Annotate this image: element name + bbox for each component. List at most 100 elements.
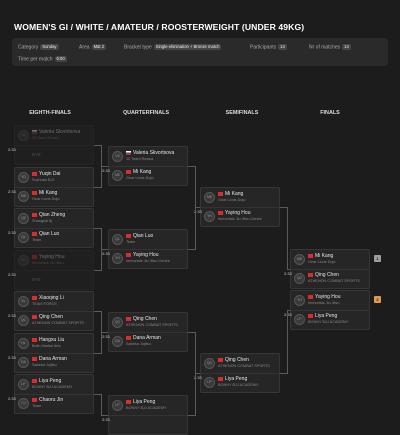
competitor-name: Qing Chen — [225, 356, 249, 363]
match-divider — [109, 332, 187, 333]
bracket-connector — [101, 166, 108, 167]
match-divider — [15, 394, 93, 395]
time-per-match-label: Time per match — [18, 56, 53, 63]
flag-icon — [32, 379, 37, 383]
match-divider — [201, 373, 279, 374]
competitor-name: Yaying Hou — [315, 293, 341, 300]
competitor-name: Qian Zheng — [39, 211, 66, 218]
competitor-slot[interactable]: BYE — [15, 145, 93, 164]
bracket-connector — [195, 332, 196, 416]
bracket-connector — [280, 207, 287, 208]
competitor-name: Valeria Skvortsova — [133, 149, 175, 156]
competitor-club: Immortals Jiu Jitsu — [32, 261, 64, 265]
bracket-connector — [101, 249, 108, 250]
competitor-name: Mi Kang — [133, 168, 152, 175]
competitor-name: Mi Kang — [225, 190, 244, 197]
flag-icon — [126, 336, 131, 340]
competitor-name: Dana Arman — [133, 334, 161, 341]
competitor-slot[interactable] — [109, 415, 187, 434]
competitor-name: Yaying Hou — [39, 253, 65, 260]
avatar: LP — [112, 400, 123, 411]
page-title: WOMEN'S GI / WHITE / AMATEUR / ROOSTERWE… — [14, 22, 305, 32]
competitor-name: Qian Luo — [133, 232, 154, 239]
flag-icon — [32, 296, 37, 300]
bracket-connector — [287, 310, 290, 311]
match-time: 2:33 — [102, 168, 110, 173]
match-divider — [109, 166, 187, 167]
stage-quarterfinals: QUARTERFINALS — [122, 110, 170, 116]
flag-icon — [32, 315, 37, 319]
bracket-connector — [94, 353, 101, 354]
match-time: 2:33 — [8, 396, 16, 401]
competitor-slot[interactable]: BYE — [15, 270, 93, 289]
match-time: 2:33 — [284, 271, 292, 276]
avatar: XL — [18, 296, 29, 307]
flag-icon — [308, 254, 313, 258]
avatar: DA — [18, 357, 29, 368]
avatar: LP — [18, 379, 29, 390]
flag-icon — [32, 357, 37, 361]
stage-finals: FINALS — [320, 110, 340, 116]
bracket-connector — [287, 310, 288, 374]
flag-icon — [126, 317, 131, 321]
competitor-name: Yaying Hou — [225, 209, 251, 216]
flag-icon — [32, 191, 37, 195]
match-time: 2:33 — [8, 313, 16, 318]
avatar: MK — [294, 254, 305, 265]
competitor-club: Gear Lions Dojo — [126, 176, 154, 180]
bracket-connector — [287, 269, 290, 270]
competitor-club: 10 Team Russia — [126, 157, 154, 161]
match-time: 2:33 — [8, 272, 16, 277]
competitor-club: BONNY BJJ ACADEMY — [218, 383, 259, 387]
competitor-club: Gear Lions Dojo — [218, 198, 246, 202]
bracket-connector — [94, 394, 101, 395]
competitor-name: Valeria Skvortsova — [39, 128, 81, 135]
bracket-connector — [94, 270, 101, 271]
competitor-club: BONNY BJJ ACADEMY — [32, 385, 73, 389]
